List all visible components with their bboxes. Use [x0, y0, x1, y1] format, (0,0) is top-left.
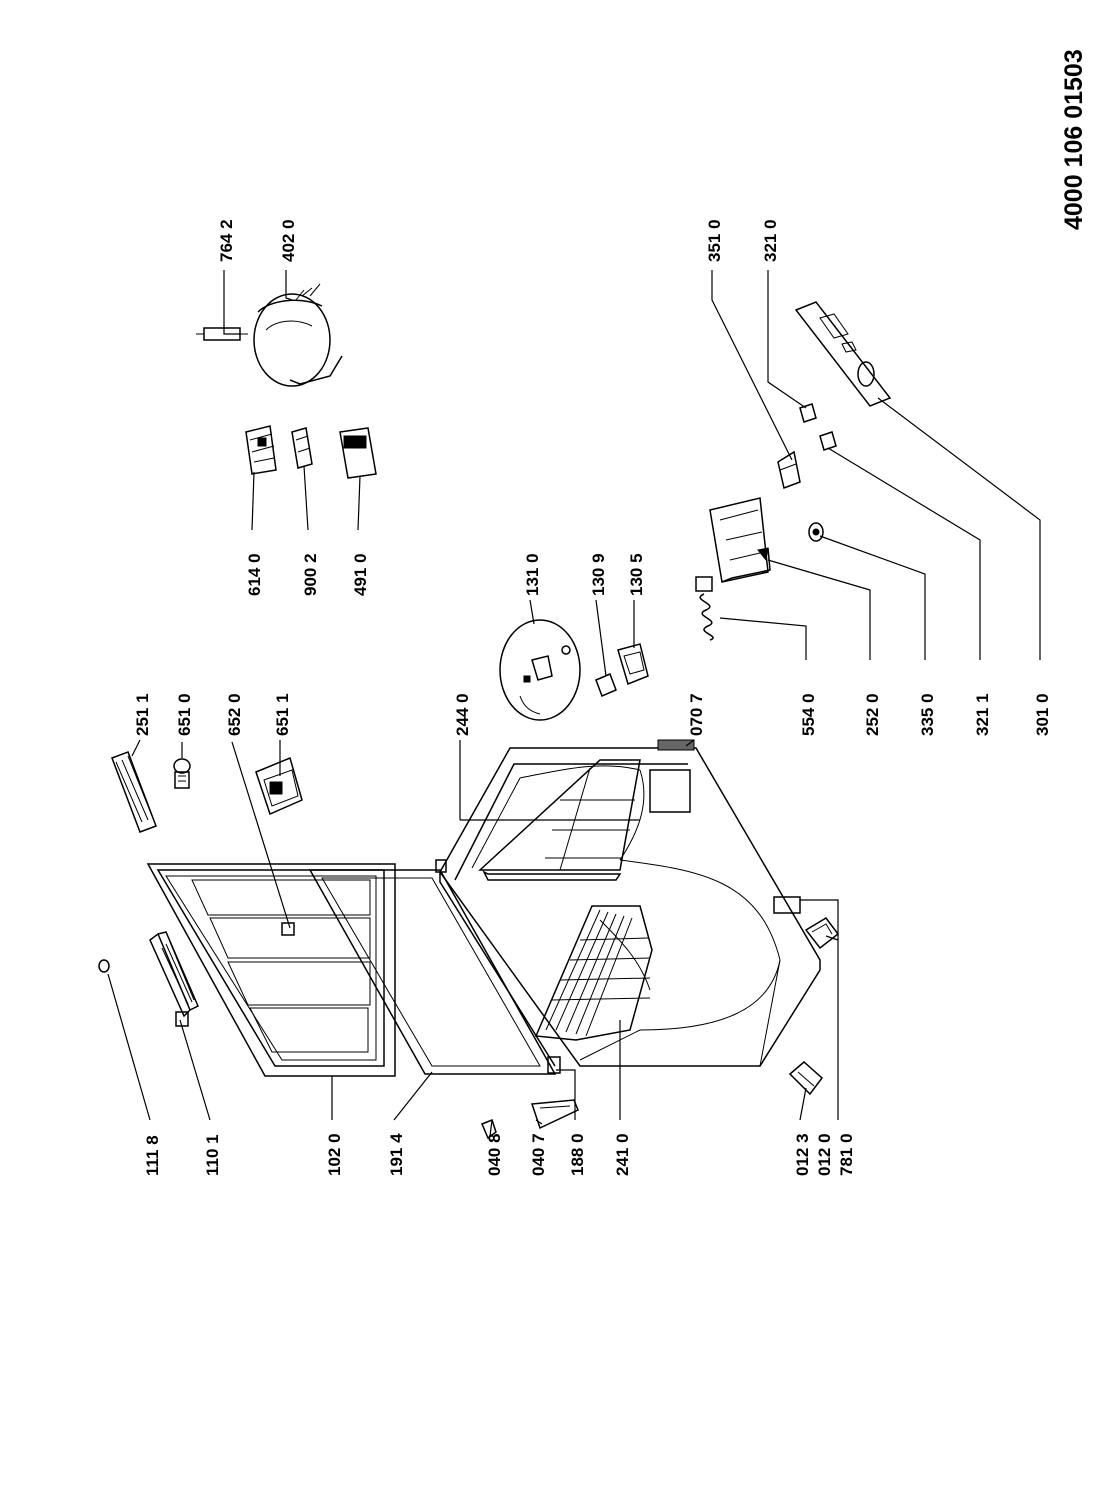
- label-614-0: 614 0: [245, 553, 264, 596]
- part-040-8-clip: [481, 1119, 497, 1140]
- part-130-9-spring: [595, 673, 617, 697]
- part-651-1-lamp-holder: [255, 756, 303, 816]
- part-cabinet-body: [435, 739, 821, 1074]
- label-040-7: 040 7: [529, 1133, 548, 1176]
- part-651-0-bulb: [173, 758, 191, 789]
- label-102-0: 102 0: [325, 1133, 344, 1176]
- part-191-4-gasket: [308, 869, 557, 1075]
- label-781-0: 781 0: [837, 1133, 856, 1176]
- label-351-0: 351 0: [705, 219, 724, 262]
- label-251-1: 251 1: [133, 693, 152, 736]
- part-614-0-relay: [245, 425, 277, 475]
- part-130-5-block: [617, 643, 649, 686]
- leader-lines: [107, 270, 1041, 1137]
- document-number: 4000 106 01503: [1060, 49, 1088, 230]
- part-351-0-switch: [777, 450, 801, 490]
- label-651-1: 651 1: [273, 693, 292, 736]
- part-491-0-box: [339, 427, 377, 479]
- label-252-0: 252 0: [863, 693, 882, 736]
- part-301-0-control-panel: [794, 301, 892, 407]
- label-110-1: 110 1: [203, 1134, 222, 1176]
- label-651-0: 651 0: [175, 693, 194, 736]
- label-402-0: 402 0: [279, 219, 298, 262]
- label-040-8: 040 8: [485, 1133, 504, 1176]
- label-244-0: 244 0: [453, 693, 472, 736]
- label-491-0: 491 0: [351, 553, 370, 596]
- part-764-2-drier: [196, 327, 248, 341]
- part-335-0-nut: [808, 522, 824, 542]
- part-321-1-clip: [819, 431, 837, 451]
- part-111-8-knob: [98, 959, 110, 973]
- part-321-0-clip: [799, 403, 817, 423]
- label-191-4: 191 4: [387, 1133, 406, 1176]
- part-131-0-knob-disc: [499, 619, 581, 721]
- label-111-8: 111 8: [143, 1135, 162, 1176]
- part-241-0-basket: [534, 905, 653, 1041]
- part-900-2-board: [291, 427, 313, 469]
- label-764-2: 764 2: [217, 219, 236, 262]
- label-241-0: 241 0: [613, 1133, 632, 1176]
- part-251-1-light-cover: [111, 751, 157, 833]
- label-070-7: 070 7: [687, 693, 706, 736]
- label-130-9: 130 9: [589, 553, 608, 596]
- label-554-0: 554 0: [799, 693, 818, 736]
- label-188-0: 188 0: [568, 1133, 587, 1176]
- part-040-7-hinge-cover: [530, 1099, 579, 1130]
- part-252-0-housing: [709, 497, 771, 583]
- label-652-0: 652 0: [225, 693, 244, 736]
- label-335-0: 335 0: [918, 693, 937, 736]
- label-900-2: 900 2: [301, 553, 320, 596]
- part-402-0-compressor: [253, 283, 343, 387]
- part-102-0-lid: [146, 863, 396, 1077]
- part-labels: 111 8 110 1 102 0 191 4 040 8 040 7 188 …: [133, 49, 1088, 1176]
- part-012-3-bracket: [788, 1061, 824, 1096]
- label-012-0: 012 0: [815, 1133, 834, 1176]
- label-321-1: 321 1: [973, 693, 992, 736]
- label-012-3: 012 3: [793, 1133, 812, 1176]
- part-554-0-coil: [695, 576, 714, 641]
- label-321-0: 321 0: [761, 219, 780, 262]
- label-301-0: 301 0: [1033, 693, 1052, 736]
- label-131-0: 131 0: [523, 553, 542, 596]
- label-130-5: 130 5: [627, 553, 646, 596]
- part-110-1-handle: [149, 931, 199, 1027]
